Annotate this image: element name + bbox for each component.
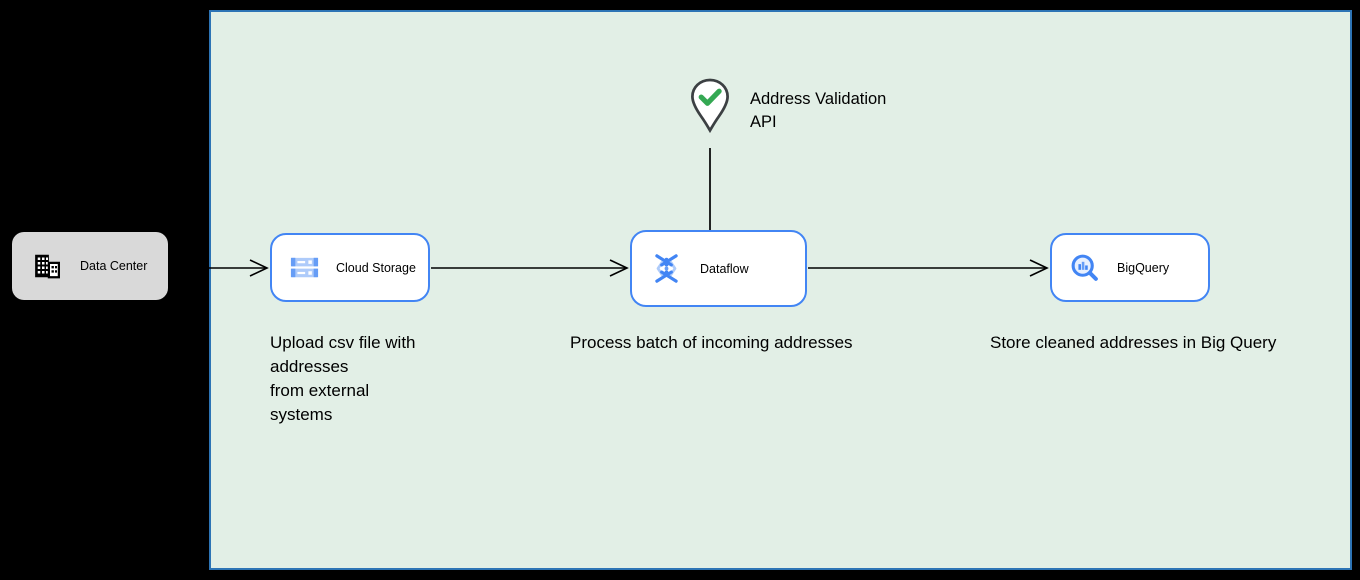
location-pin-check-icon [691,78,729,134]
node-label: Dataflow [700,261,749,276]
node-cloud-storage: Cloud Storage [270,233,430,302]
annotation-address-validation-api: Address Validation API [750,90,887,131]
cloud-storage-icon [289,252,320,283]
dataflow-icon [650,252,683,285]
node-label: Data Center [80,259,148,273]
node-bigquery: BigQuery [1050,233,1210,302]
node-label: Cloud Storage [336,260,416,275]
bigquery-icon [1069,252,1100,283]
building-icon [32,251,62,281]
caption-upload-csv: Upload csv file with addresses from exte… [270,333,416,424]
caption-store-cleaned: Store cleaned addresses in Big Query [990,333,1277,352]
node-label: BigQuery [1117,260,1170,275]
caption-process-batch: Process batch of incoming addresses [570,333,853,352]
node-dataflow: Dataflow [630,230,807,307]
node-data-center: Data Center [12,232,168,300]
